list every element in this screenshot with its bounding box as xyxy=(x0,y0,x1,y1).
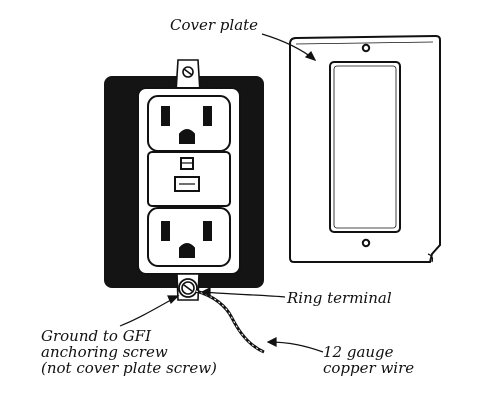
bottom-outlet-slot-right xyxy=(203,221,212,241)
gfi-receptacle xyxy=(137,87,241,275)
ring-terminal-label: Ring terminal xyxy=(287,289,392,307)
ground-label-line-3: (not cover plate screw) xyxy=(41,359,217,377)
leader-lines xyxy=(119,33,324,353)
ring-terminal xyxy=(178,278,198,298)
cover-bottom-screw-hole xyxy=(361,238,371,248)
bottom-mounting-tab xyxy=(176,273,200,301)
cover-plate-label: Cover plate xyxy=(170,16,259,34)
ground-label-line-2: anchoring screw xyxy=(41,343,168,361)
cover-top-screw-hole xyxy=(361,43,371,53)
top-outlet-ground-hole xyxy=(179,129,195,144)
copper-wire-label: 12 gauge copper wire xyxy=(323,344,414,376)
bottom-outlet-ground-hole xyxy=(179,243,195,258)
ground-screw-label: Ground to GFI anchoring screw (not cover… xyxy=(41,328,217,376)
ring-terminal-leader xyxy=(201,291,286,298)
cover-plate xyxy=(289,34,441,263)
wire-label-line-1: 12 gauge xyxy=(323,343,394,361)
top-mounting-tab xyxy=(175,59,201,93)
wire-label-line-2: copper wire xyxy=(323,359,415,377)
top-outlet-slot-left xyxy=(161,106,170,126)
top-outlet-slot-right xyxy=(203,106,212,126)
ground-label-line-1: Ground to GFI xyxy=(41,327,152,345)
cover-plate-opening xyxy=(329,61,401,233)
bottom-outlet-slot-left xyxy=(161,221,170,241)
